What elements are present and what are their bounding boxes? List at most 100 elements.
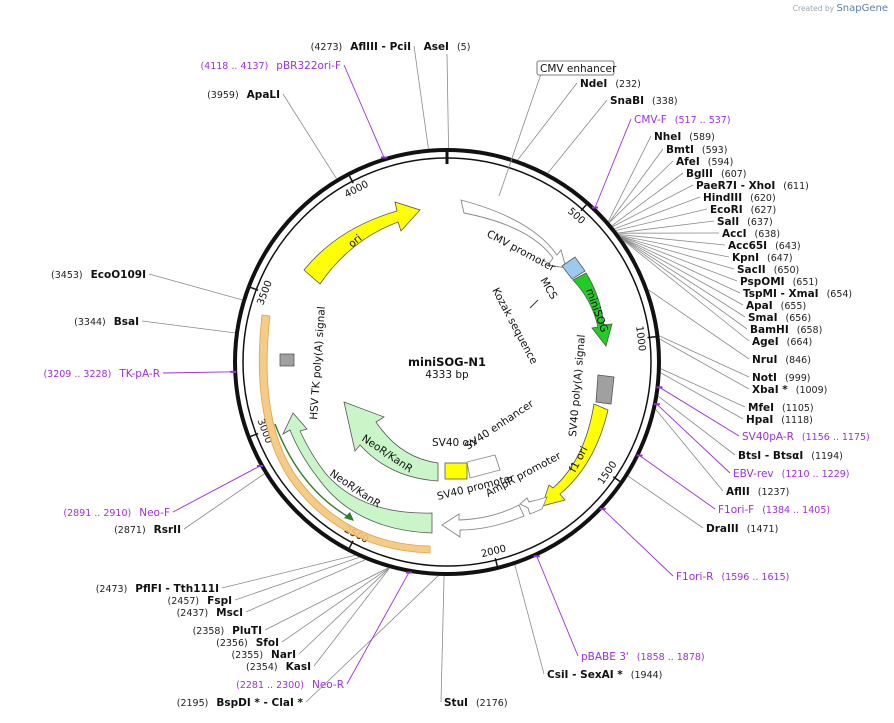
enzyme-site: RsrII(2871)	[114, 473, 265, 536]
enzyme-site-leader	[514, 564, 545, 675]
primer-site-leader	[602, 508, 674, 577]
enzyme-site: NdeI(232)	[517, 78, 641, 161]
primer-site: pBABE 3'(1858 .. 1878)	[533, 555, 705, 663]
enzyme-site: SnaBI(338)	[547, 95, 678, 174]
enzyme-site: AseI(5)	[424, 41, 470, 149]
enzyme-site-name: HindIII	[703, 192, 742, 204]
enzyme-site: BglII(607)	[611, 168, 747, 227]
enzyme-site-name: AfeI	[676, 156, 700, 168]
enzyme-site: BmtI(593)	[608, 144, 727, 223]
enzyme-site-position: (2473)	[96, 584, 128, 595]
enzyme-site-name: SmaI	[748, 312, 778, 324]
enzyme-site: HindIII(620)	[614, 192, 776, 230]
primer-site-position: (517 .. 537)	[675, 115, 731, 126]
enzyme-site-leader	[313, 567, 390, 667]
enzyme-site-name: SnaBI	[610, 95, 644, 107]
enzyme-site-name: SfoI	[256, 637, 279, 649]
mcs-box	[561, 256, 586, 280]
neokanr-inner-arrow	[343, 401, 439, 482]
enzyme-site-leader	[617, 220, 715, 234]
enzyme-site: NruI(846)	[648, 289, 811, 366]
primer-site-leader	[656, 403, 731, 474]
plasmid-name: miniSOG-N1	[408, 355, 486, 369]
minisog-label: miniSOG	[583, 287, 610, 334]
enzyme-site-leader	[547, 99, 608, 174]
enzyme-site: FspI(2457)	[168, 556, 360, 607]
enzyme-site-leader	[618, 234, 726, 246]
sv40-enhancer-label: SV40 enhancer	[463, 397, 537, 452]
enzyme-site-leader	[621, 237, 746, 318]
primer-site-position: (4118 .. 4137)	[200, 61, 268, 72]
enzyme-site: AccI(638)	[617, 228, 780, 240]
enzyme-site: AflII(1237)	[655, 409, 790, 498]
mcs-label: MCS	[537, 276, 559, 302]
plasmid-length: 4333 bp	[425, 369, 469, 381]
enzyme-site-name: XbaI *	[752, 384, 788, 396]
enzyme-site-name: NruI	[752, 354, 777, 366]
enzyme-site-position: (1009)	[796, 385, 828, 396]
primer-site: Neo-F (2891 .. 2910)	[63, 464, 263, 519]
enzyme-site-position: (2437)	[177, 608, 209, 619]
primer-site-leader	[639, 455, 716, 510]
enzyme-site: SmaI(656)	[621, 237, 811, 324]
tick-label: 1500	[596, 459, 620, 486]
enzyme-site-name: AflIII - PciI	[350, 41, 411, 53]
primer-site: Neo-R(2281 .. 2300)	[236, 571, 412, 691]
enzyme-site-name: BtsI - BtsαI	[738, 450, 803, 462]
primer-site-name: Neo-F	[139, 507, 170, 519]
enzyme-site-position: (2176)	[476, 698, 508, 709]
enzyme-site-name: AgeI	[752, 336, 779, 348]
primer-site-leader	[346, 572, 410, 685]
enzyme-site: PaeR7I - XhoI(611)	[612, 180, 809, 227]
enzyme-site-position: (1194)	[811, 451, 843, 462]
sv40-polya-box	[595, 374, 615, 405]
enzyme-site-leader	[620, 236, 738, 282]
enzyme-sites: AseI(5)NdeI(232)SnaBI(338)NheI(589)BmtI(…	[51, 41, 852, 709]
primer-site-position: (1596 .. 1615)	[721, 572, 789, 583]
enzyme-site: SfoI(2356)	[216, 567, 390, 649]
primer-site-position: (2891 .. 2910)	[63, 508, 131, 519]
enzyme-site: PspOMI(651)	[620, 236, 818, 288]
primer-site: SV40pA-R(1156 .. 1175)	[656, 386, 870, 443]
enzyme-site-position: (1471)	[747, 524, 779, 535]
tick-mark	[647, 335, 656, 339]
sv40-ori-label: SV40 ori	[432, 437, 476, 449]
enzyme-site-leader	[446, 53, 449, 149]
ampr-promoter-arrow	[519, 496, 548, 515]
f1-ori-arrow	[541, 403, 609, 507]
enzyme-site-leader	[221, 554, 356, 589]
enzyme-site-name: ApaI	[746, 300, 773, 312]
enzyme-site-position: (627)	[751, 205, 777, 216]
enzyme-site-position: (594)	[708, 157, 734, 168]
enzyme-site: StuI(2176)	[440, 575, 508, 709]
enzyme-site-leader	[413, 45, 429, 149]
enzyme-site-name: BamHI	[750, 324, 789, 336]
enzyme-site-name: AseI	[424, 41, 449, 53]
enzyme-site: KasI(2354)	[246, 567, 390, 673]
enzyme-site-leader	[183, 473, 265, 530]
ori-arrow	[303, 201, 421, 285]
minisog-arrow	[572, 272, 613, 347]
enzyme-site-name: EcoRI	[710, 204, 743, 216]
enzyme-site-name: MscI	[216, 607, 243, 619]
enzyme-site-position: (643)	[775, 241, 801, 252]
enzyme-site-position: (637)	[747, 217, 773, 228]
tick-mark	[250, 286, 259, 291]
enzyme-site-name: KasI	[286, 661, 311, 673]
enzyme-site-leader	[614, 196, 701, 230]
enzyme-site: AgeI(664)	[622, 239, 812, 348]
enzyme-site-leader	[611, 172, 684, 227]
primer-sites: CMV-F(517 .. 537)SV40pA-R(1156 .. 1175)E…	[43, 60, 869, 691]
primer-site-name: pBABE 3'	[581, 651, 629, 663]
enzyme-site-position: (655)	[781, 301, 807, 312]
hsv-tk-polya-box	[279, 353, 295, 367]
primer-site-leader	[162, 371, 234, 374]
primer-site: F1ori-F(1384 .. 1405)	[636, 454, 830, 516]
enzyme-site-position: (1237)	[758, 487, 790, 498]
orf-highlight-outer	[258, 314, 431, 554]
primer-site-position: (1384 .. 1405)	[762, 505, 830, 516]
enzyme-site-name: NdeI	[580, 78, 607, 90]
enzyme-site-position: (607)	[721, 169, 747, 180]
enzyme-site-leader	[609, 160, 674, 223]
enzyme-site-leader	[440, 575, 445, 703]
